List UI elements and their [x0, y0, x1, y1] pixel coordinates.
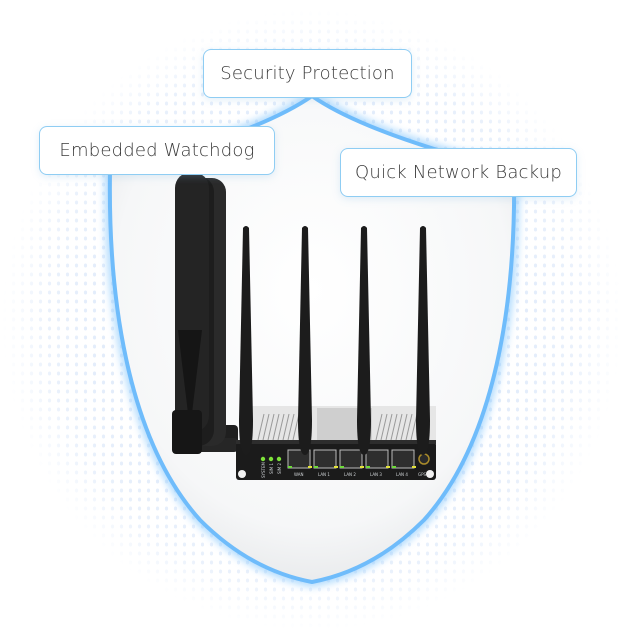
mounting-hole: [238, 470, 246, 478]
feature-label: Security Protection: [220, 63, 395, 84]
port-label: LAN 1: [318, 472, 330, 477]
port-label: LAN 4: [396, 472, 408, 477]
feature-label: Embedded Watchdog: [59, 140, 255, 161]
port-label: WAN: [294, 472, 303, 477]
wifi-antennas: [239, 226, 430, 455]
gps-connector: [418, 453, 430, 465]
led-label: SIM 1: [269, 463, 274, 474]
feature-badge-quick-network-backup: Quick Network Backup: [340, 148, 577, 197]
lte-antenna: [172, 172, 238, 454]
feature-badge-embedded-watchdog: Embedded Watchdog: [39, 126, 275, 175]
port-labels: WAN LAN 1 LAN 2 LAN 3 LAN 4 GPS: [294, 472, 427, 477]
port-label: LAN 2: [344, 472, 356, 477]
led-label: SYSTEM: [261, 462, 266, 478]
router-image: WAN LAN 1 LAN 2 LAN 3 LAN 4 GPS SYSTEM S…: [172, 172, 436, 480]
status-leds: [260, 456, 282, 462]
led-label: SIM 2: [277, 463, 282, 474]
feature-label: Quick Network Backup: [355, 162, 562, 183]
mounting-hole: [426, 470, 434, 478]
port-label: GPS: [418, 472, 427, 477]
feature-badge-security-protection: Security Protection: [203, 49, 412, 98]
led-labels: SYSTEM SIM 1 SIM 2: [261, 462, 282, 478]
port-label: LAN 3: [370, 472, 382, 477]
